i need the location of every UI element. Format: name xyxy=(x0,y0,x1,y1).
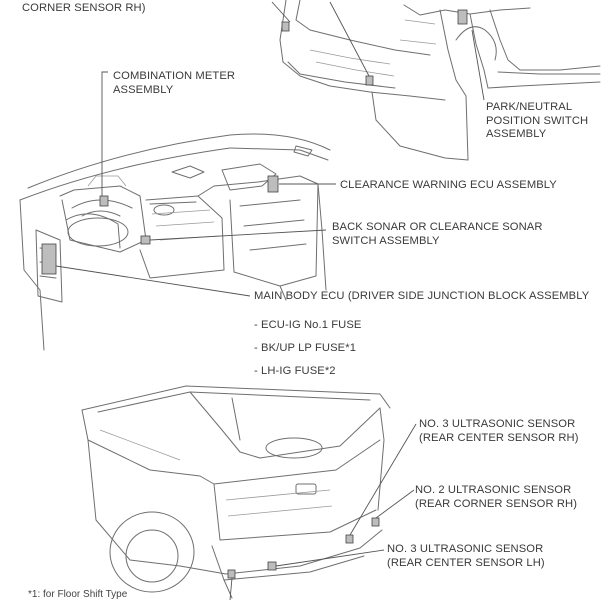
no2-ultrasonic-rh-label: NO. 2 ULTRASONIC SENSOR (REAR CORNER SEN… xyxy=(415,484,578,510)
no2-rh-sensor-part xyxy=(371,517,380,527)
park-neutral-label: PARK/NEUTRAL POSITION SWITCH ASSEMBLY xyxy=(486,101,589,140)
back-sonar-switch-label: BACK SONAR OR CLEARANCE SONAR SWITCH ASS… xyxy=(332,221,543,247)
main-body-ecu-part xyxy=(41,243,57,275)
truck-bed-drawing xyxy=(81,385,417,600)
no3-ultrasonic-lh-label: NO. 3 ULTRASONIC SENSOR (REAR CENTER SEN… xyxy=(387,543,545,569)
front-vehicle-drawing xyxy=(271,0,601,161)
no3-ultrasonic-rh-label: NO. 3 ULTRASONIC SENSOR (REAR CENTER SEN… xyxy=(419,418,579,444)
fuse-item: - LH-IG FUSE*2 xyxy=(254,365,336,377)
clearance-warning-ecu-label: CLEARANCE WARNING ECU ASSEMBLY xyxy=(340,179,557,191)
no2-lh-sensor-part xyxy=(227,569,236,579)
top-partial-label: CORNER SENSOR RH) xyxy=(22,2,146,14)
back-sonar-switch-part xyxy=(140,235,151,245)
front-sensor-connector xyxy=(365,75,374,86)
main-body-ecu-label: MAIN BODY ECU (DRIVER SIDE JUNCTION BLOC… xyxy=(254,290,590,302)
instrument-panel-drawing xyxy=(19,71,336,351)
no3-rh-sensor-part xyxy=(345,534,354,544)
combination-meter-part xyxy=(99,195,109,207)
no3-lh-sensor-part xyxy=(267,561,277,571)
footnote: *1: for Floor Shift Type xyxy=(28,589,128,600)
clearance-warning-ecu-part xyxy=(267,175,279,193)
front-corner-sensor-connector xyxy=(281,21,290,32)
fuse-list: - ECU-IG No.1 FUSE - BK/UP LP FUSE*1 - L… xyxy=(254,314,361,383)
fuse-item: - BK/UP LP FUSE*1 xyxy=(254,342,357,354)
park-neutral-switch-part xyxy=(457,9,468,25)
fuse-item: - ECU-IG No.1 FUSE xyxy=(254,319,362,331)
combination-meter-label: COMBINATION METER ASSEMBLY xyxy=(113,70,236,96)
